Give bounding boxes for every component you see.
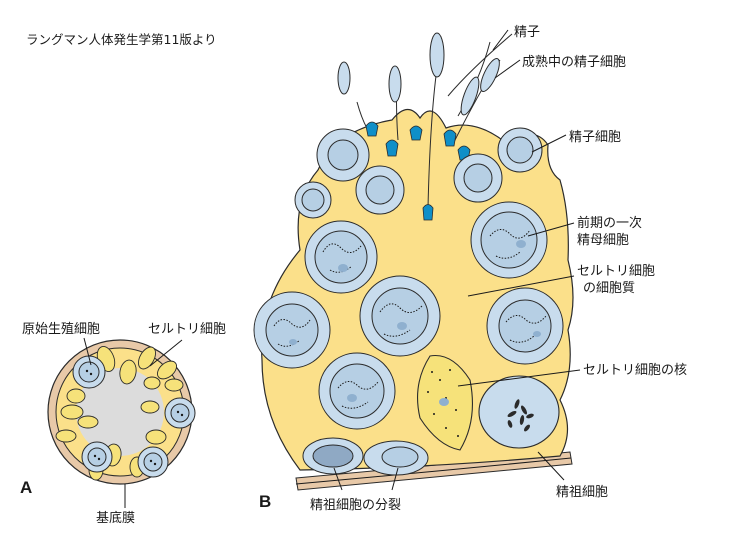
label-spermatogonium: 精祖細胞 <box>556 485 608 500</box>
label-sertoli-cell-a: セルトリ細胞 <box>148 322 226 337</box>
chromatin-threads <box>273 229 547 409</box>
label-spermatid: 精子細胞 <box>569 130 621 145</box>
spermatogonia-pair <box>302 437 429 476</box>
spermatids-group <box>294 127 543 219</box>
label-sertoli-nucleus: セルトリ細胞の核 <box>583 363 687 378</box>
spermatozoa-group <box>337 32 513 221</box>
label-spermatozoa: 精子 <box>514 25 540 40</box>
leader-lines-b <box>333 29 581 491</box>
label-primordial-germ-cell: 原始生殖細胞 <box>22 321 100 337</box>
label-primary-spermatocyte-line2: 精母細胞 <box>577 233 629 248</box>
figure-a-tubule <box>47 337 196 508</box>
primordial-germ-cells-a <box>72 355 196 478</box>
label-spermatogonium-division: 精祖細胞の分裂 <box>310 498 401 513</box>
label-sertoli-cytoplasm-line1: セルトリ細胞 <box>577 264 655 279</box>
sertoli-nucleus-speckles <box>427 369 459 437</box>
tubule-lumen <box>76 368 164 456</box>
primary-spermatocytes-group <box>253 201 564 430</box>
panel-label-a: A <box>20 478 32 497</box>
chromatin-dots-a <box>85 369 184 466</box>
source-note: ラングマン人体発生学第11版より <box>26 32 217 47</box>
figure-b-epithelium <box>253 29 581 491</box>
nucleoli <box>289 240 541 402</box>
label-basement-membrane: 基底膜 <box>96 510 135 526</box>
label-maturing-sperm-cells: 成熟中の精子細胞 <box>522 54 626 70</box>
panel-label-b: B <box>259 492 271 511</box>
spermatogonium-large <box>478 375 560 449</box>
metaphase-chromosomes <box>507 399 534 432</box>
label-primary-spermatocyte-line1: 前期の一次 <box>577 215 642 231</box>
label-sertoli-cytoplasm-line2: の細胞質 <box>583 281 635 296</box>
sertoli-nucleolus <box>439 398 449 406</box>
